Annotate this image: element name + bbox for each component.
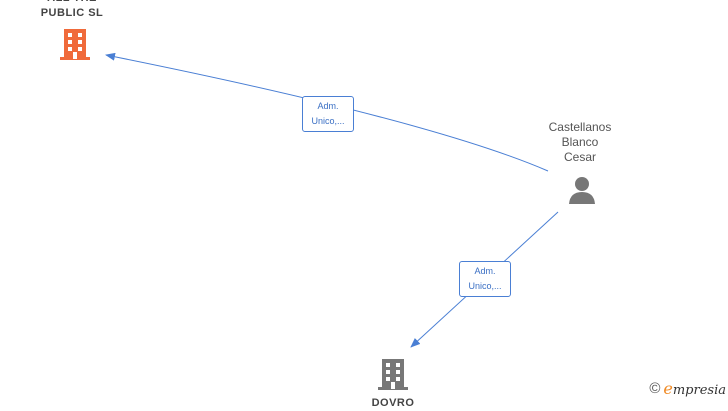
company-bottom-label[interactable]: DOVRO bbox=[371, 397, 415, 409]
company-top-label[interactable]: ALL THE PUBLIC SL bbox=[40, 0, 104, 19]
edge-label-bottom[interactable]: Adm. Unico,... bbox=[459, 261, 511, 297]
person-label[interactable]: Castellanos Blanco Cesar bbox=[548, 120, 612, 164]
brand-logo-e: e bbox=[663, 379, 673, 398]
copyright-symbol: © bbox=[649, 380, 661, 397]
diagram-canvas bbox=[105, 52, 559, 348]
edge-label-top[interactable]: Adm. Unico,... bbox=[302, 96, 354, 132]
building-icon[interactable] bbox=[376, 357, 410, 396]
person-icon[interactable] bbox=[566, 174, 598, 211]
building-icon[interactable] bbox=[58, 27, 92, 66]
empresia-watermark: © empresia bbox=[649, 379, 726, 398]
edge-person-to-company-top[interactable] bbox=[105, 52, 549, 172]
brand-logo-text: mpresia bbox=[672, 383, 726, 398]
